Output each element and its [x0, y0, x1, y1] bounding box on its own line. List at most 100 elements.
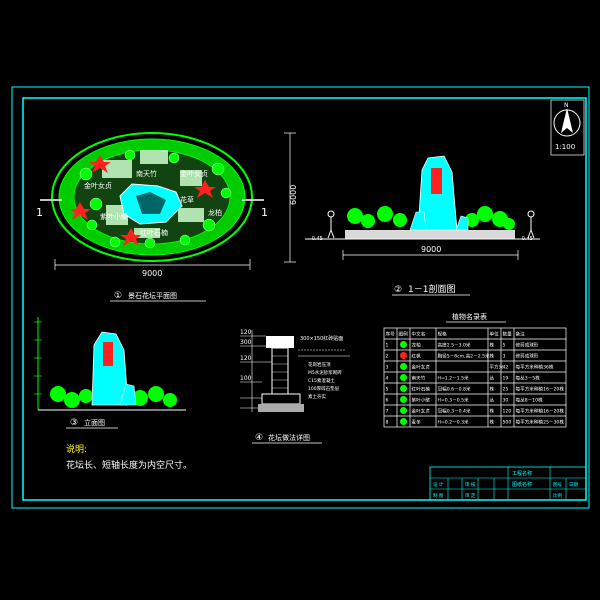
north-label: N: [564, 102, 569, 109]
table-cell: 3: [503, 354, 506, 360]
elevation-view: ③ 立面图: [34, 317, 186, 429]
legend-swatch-icon: [400, 352, 407, 359]
detail-caption-number: ④: [255, 433, 263, 443]
table-cell: 胸径5－6cm,高2－2.5米: [438, 353, 491, 360]
outer-frame: [11, 86, 590, 509]
table-cell: 1: [386, 343, 389, 349]
table-cell: 每平方米种植16－20株: [516, 386, 565, 393]
table-cell: 每平方米种植25－30株: [516, 419, 565, 426]
detail-view: 120 300 120 100 300×150红砖贴面 花岗岩压顶 M5水泥砂浆…: [240, 329, 350, 444]
detail-note-3: C15素混凝土: [308, 377, 335, 384]
detail-note-1: 花岗岩压顶: [308, 361, 331, 368]
north-scale: 1:100: [555, 143, 575, 151]
plan-caption: 景石花坛平面图: [128, 291, 177, 300]
table-header-cell: 序号: [386, 331, 396, 338]
north-arrow-icon: [561, 108, 573, 133]
table-cell: 丛: [490, 397, 495, 404]
table-cell: 株: [490, 353, 495, 360]
detail-dim-3: 120: [240, 355, 252, 362]
table-cell: 5: [386, 387, 389, 393]
table-cell: 金叶女贞: [412, 408, 431, 415]
table-cell: 南天竹: [412, 375, 426, 382]
table-cell: 修剪成球形: [516, 353, 539, 360]
notes-title: 说明:: [66, 443, 87, 455]
table-cell: 株: [490, 419, 495, 426]
detail-dim-4: 100: [240, 375, 252, 382]
table-cell: H=0.2－0.3米: [438, 419, 470, 426]
north-arrow: N 1:100: [550, 99, 585, 156]
table-cell: 丛: [490, 375, 495, 382]
table-cell: 冠幅0.6－0.8米: [438, 386, 471, 393]
legend-swatch-icon: [400, 407, 407, 414]
section-mark-right: 1: [261, 206, 268, 219]
plan-label-2: 金叶女贞: [84, 181, 112, 190]
legend-swatch-icon: [400, 363, 407, 370]
section-width-dim: 9000: [421, 245, 441, 254]
tb-right-3: 日期: [569, 482, 578, 488]
detail-note-4: 100厚碎石垫层: [308, 385, 340, 392]
table-cell: 30: [503, 398, 509, 404]
table-cell: 3: [386, 365, 389, 371]
table-cell: 修剪成球形: [516, 342, 539, 349]
table-cell: 麦冬: [412, 419, 422, 426]
tb-r1c2: 审 核: [465, 481, 476, 488]
table-title: 植物名录表: [452, 312, 487, 321]
table-cell: 5: [503, 343, 506, 349]
tb-project-label: 工程名称: [512, 470, 532, 477]
detail-note-top: 300×150红砖贴面: [300, 335, 343, 342]
table-header-cell: 备注: [516, 331, 526, 338]
table-cell: 每丛3－5株: [516, 375, 541, 382]
table-header-cell: 单位: [490, 331, 500, 338]
legend-swatch-icon: [400, 341, 407, 348]
plan-label-7: 花草: [180, 195, 194, 204]
tb-r1c1: 设 计: [433, 481, 444, 488]
notes-block: 说明: 花坛长、短轴长度为内空尺寸。: [66, 443, 192, 471]
table-cell: 龙柏: [412, 342, 422, 349]
tb-r2c1: 制 图: [433, 492, 444, 499]
detail-note-5: 素土夯实: [308, 393, 326, 400]
plan-label-1: 南天竹: [136, 169, 157, 178]
section-caption-number: ②: [394, 285, 402, 295]
section-caption: 1－1剖面图: [408, 283, 455, 295]
legend-swatch-icon: [400, 385, 407, 392]
table-cell: 每平方米种植16－20株: [516, 408, 565, 415]
legend-swatch-icon: [400, 374, 407, 381]
plan-height-dim: 6000: [289, 185, 298, 205]
table-header-cell: 图例: [399, 331, 409, 338]
table-cell: H=1.2－1.5米: [438, 375, 470, 382]
table-cell: H=0.3－0.5米: [438, 397, 470, 404]
table-cell: 冠幅0.3－0.4米: [438, 408, 471, 415]
table-cell: 高度2.5－3.0米: [438, 342, 471, 349]
table-cell: 19: [503, 376, 509, 382]
title-block: 工程名称 图纸名称 设 计 审 核 制 图 审 定 图号 比例 日期: [429, 466, 587, 501]
elevation-caption: 立面图: [84, 418, 105, 427]
plan-view: 南天竹 金叶女贞 金叶女贞 紫叶小檗 红叶石楠 龙柏 花草 1 1 9000 6…: [36, 132, 298, 302]
table-cell: 株: [490, 386, 495, 393]
tb-right-2: 比例: [553, 492, 562, 499]
detail-dim-2: 300: [240, 339, 252, 346]
table-cell: 红枫: [412, 353, 422, 360]
table-cell: 7: [386, 409, 389, 415]
section-ground-right: -0.45: [520, 236, 533, 242]
table-cell: 6: [386, 398, 389, 404]
table-cell: 25: [503, 387, 509, 393]
plan-label-5: 红叶石楠: [140, 228, 168, 237]
table-cell: 2: [386, 354, 389, 360]
tb-right-1: 图号: [553, 482, 562, 488]
section-view: -0.45 -0.45 9000 ② 1－1剖面图: [305, 155, 540, 296]
table-cell: 每丛8－10株: [516, 397, 544, 404]
table-cell: 42: [503, 365, 509, 371]
inner-frame: [22, 97, 587, 501]
plan-label-3: 金叶女贞: [180, 169, 208, 178]
table-cell: 4: [386, 376, 389, 382]
table-header-cell: 规格: [438, 331, 448, 338]
tb-drawing-label: 图纸名称: [512, 481, 532, 488]
table-cell: 红叶石楠: [412, 386, 431, 393]
table-cell: 株: [490, 342, 495, 349]
section-mark-left: 1: [36, 206, 43, 219]
legend-swatch-icon: [400, 418, 407, 425]
table-cell: 120: [503, 409, 512, 415]
table-cell: 株: [490, 408, 495, 415]
